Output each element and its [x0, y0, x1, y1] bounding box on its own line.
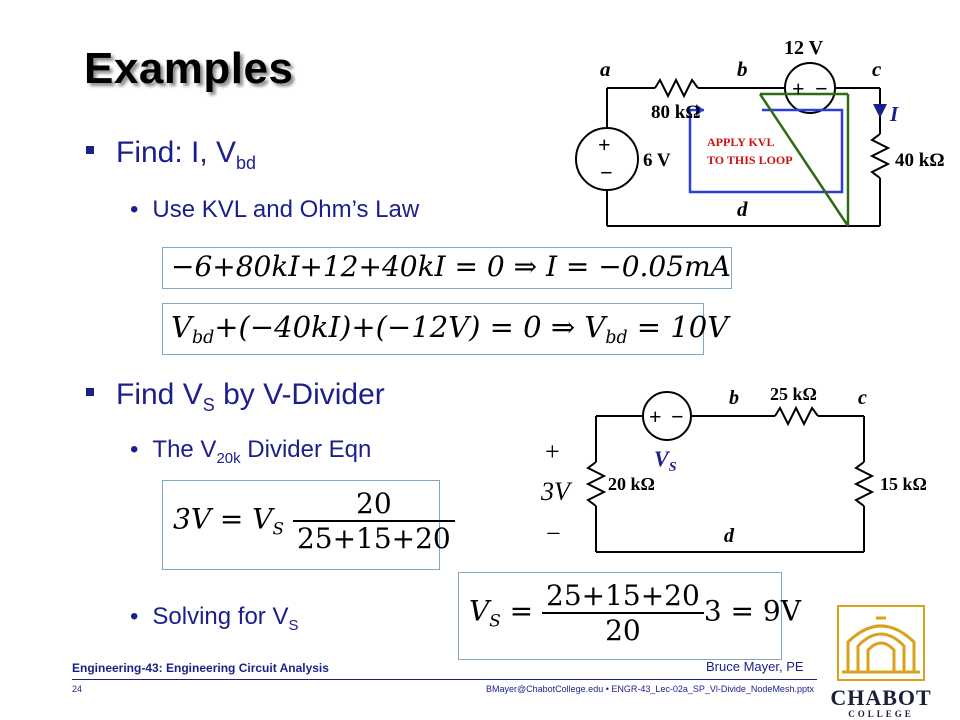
bullet-find-i-vbd: Find: I, Vbd [86, 136, 256, 174]
eq-sub: S [272, 518, 285, 539]
resistor-15k-label: 15 kΩ [880, 474, 927, 494]
source-12v-icon [784, 62, 836, 114]
fraction-denominator: 25+15+20 [296, 522, 451, 555]
subbullet-subscript: S [288, 616, 299, 634]
eq-sub: S [489, 610, 501, 631]
footer-file-info: BMayer@ChabotCollege.edu • ENGR-43_Lec-0… [486, 684, 814, 694]
node-b-label: b [737, 57, 748, 81]
node-b-label: b [729, 387, 739, 409]
footer-divider [72, 679, 817, 680]
kvl-note-line2: TO THIS LOOP [707, 153, 793, 167]
node-c-label: c [872, 57, 882, 81]
bullet-tail: by V-Divider [214, 378, 385, 411]
eq-lhs: 3V = V [173, 502, 273, 536]
bullet-find-vs: Find VS by V-Divider [86, 378, 385, 416]
bullet-subscript: bd [236, 153, 257, 173]
circuit-diagram-2: + − b c d 25 kΩ 20 kΩ 15 kΩ VS + 3V − [540, 384, 927, 553]
eq-end: = 10V [627, 310, 729, 344]
subbullet-text: Solving for V [152, 603, 289, 630]
subbullet-tail: Divider Eqn [240, 436, 372, 463]
page-number: 24 [72, 684, 83, 694]
current-label: I [889, 102, 899, 126]
voltage-plus: + [545, 437, 560, 466]
voltage-minus: − [546, 519, 561, 548]
minus-sign: − [671, 404, 684, 429]
source-6v-label: 6 V [643, 150, 671, 171]
green-pointer-line [758, 93, 850, 227]
chabot-emblem-icon [837, 605, 925, 681]
slide-title: Examples [84, 44, 294, 93]
fraction-numerator: 25+15+20 [542, 579, 704, 614]
dot-bullet-icon: • [130, 196, 139, 223]
equation-kvl-current: −6+80kI+12+40kI = 0 ⇒ I = −0.05mA [171, 250, 731, 283]
equation-box-2: Vbd+(−40kI)+(−12V) = 0 ⇒ Vbd = 10V [162, 303, 728, 355]
kvl-loop-path [688, 108, 844, 194]
square-bullet-icon [86, 388, 94, 397]
resistor-80k-icon [654, 77, 699, 99]
eq-lhs: V [469, 594, 490, 628]
logo-name: CHABOT [830, 685, 932, 710]
loop-arrow-icon [696, 104, 704, 116]
voltage-3v: 3V [540, 477, 573, 506]
resistor-20k-icon [585, 461, 607, 507]
resistor-25k-icon [774, 405, 819, 427]
eq-tail: 3 = 9V [703, 594, 801, 628]
eq-equals: = [500, 594, 542, 628]
source-6v-icon [575, 127, 639, 191]
equation-vbd: Vbd+(−40kI)+(−12V) = 0 ⇒ Vbd = 10V [163, 304, 728, 349]
fraction-numerator: 20 [292, 487, 455, 522]
eq-var: V [171, 310, 192, 344]
source-12v-label: 12 V [784, 37, 824, 59]
subbullet-kvl-ohm: • Use KVL and Ohm’s Law [130, 196, 419, 224]
subbullet-subscript: 20k [216, 449, 241, 467]
subbullet-divider-eqn: • The V20k Divider Eqn [130, 436, 371, 467]
dot-bullet-icon: • [130, 603, 139, 630]
resistor-20k-label: 20 kΩ [608, 474, 655, 494]
logo-sub: COLLEGE [848, 709, 914, 719]
plus-sign: + [598, 132, 611, 157]
node-d-label: d [737, 197, 748, 221]
kvl-note-line1: APPLY KVL [707, 135, 774, 149]
subbullet-text: The V [152, 436, 217, 463]
subbullet-text: Use KVL and Ohm’s Law [152, 196, 420, 223]
resistor-40k-label: 40 kΩ [895, 150, 945, 171]
node-a-label: a [600, 57, 611, 81]
square-bullet-icon [86, 146, 94, 155]
plus-sign: + [792, 76, 805, 101]
eq-mid: +(−40kI)+(−12V) = 0 ⇒ V [214, 310, 606, 344]
chabot-logo: CHABOT COLLEGE [826, 602, 936, 720]
subbullet-solving-vs: • Solving for VS [130, 603, 299, 634]
footer-course: Engineering-43: Engineering Circuit Anal… [72, 661, 329, 675]
resistor-40k-icon [869, 133, 891, 179]
circuit-diagram-1: a b c d 12 V 80 kΩ 6 V 40 kΩ I + − + − A… [575, 37, 945, 227]
plus-sign: + [649, 404, 662, 429]
equation-box-1: −6+80kI+12+40kI = 0 ⇒ I = −0.05mA [162, 247, 732, 289]
bullet-text: Find: I, V [116, 136, 237, 169]
eq-sub: bd [605, 328, 628, 349]
fraction-denominator: 20 [605, 614, 641, 647]
minus-sign: − [815, 76, 828, 101]
node-c-label: c [858, 387, 867, 409]
resistor-15k-icon [853, 461, 875, 507]
footer-author: Bruce Mayer, PE [706, 659, 804, 674]
eq-sub: bd [191, 328, 215, 349]
node-d-label: d [724, 525, 735, 547]
bullet-subscript: S [202, 395, 215, 415]
vs-label: VS [654, 446, 677, 475]
minus-sign: − [600, 160, 613, 185]
current-arrow-icon [873, 104, 887, 118]
dot-bullet-icon: • [130, 436, 139, 463]
bullet-text: Find V [116, 378, 203, 411]
resistor-80k-label: 80 kΩ [651, 102, 701, 123]
resistor-25k-label: 25 kΩ [770, 384, 817, 404]
